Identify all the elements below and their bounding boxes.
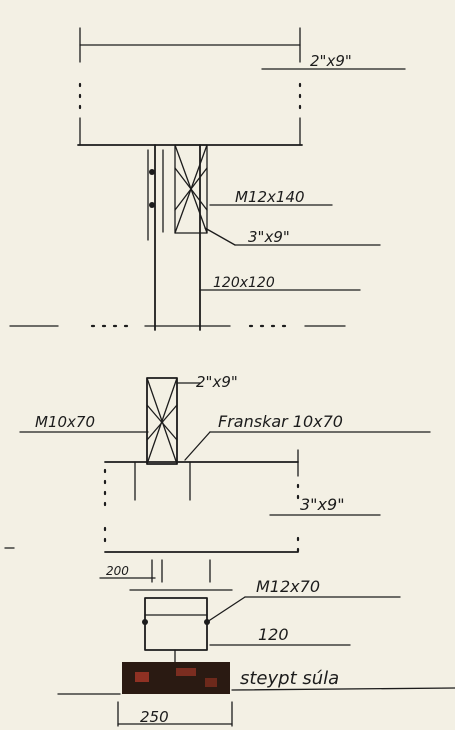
x-brace-d [174, 167, 208, 211]
footing-speck-1 [135, 672, 149, 682]
middle-x-d [146, 404, 178, 441]
label-post: 120x120 [213, 275, 275, 291]
top-detail: 2"x9" M12x140 3"x9" 120x120 [9, 27, 406, 331]
middle-plank [146, 377, 178, 465]
franskar-leader-a [184, 431, 211, 461]
label-side-plank: 3"x9" [248, 228, 290, 246]
ground-line-right [231, 687, 455, 691]
label-bolt-bottom: M12x70 [256, 577, 320, 596]
label-dim-250: 250 [140, 708, 169, 726]
plank-leader-a [204, 227, 236, 246]
m12x70-leader-a [206, 596, 246, 623]
footing-speck-3 [205, 678, 217, 687]
middle-x-b [146, 377, 178, 465]
label-post-120: 120 [258, 625, 289, 644]
bolt-head-2 [149, 202, 155, 208]
label-footing: steypt súla [240, 668, 339, 689]
bottom-detail: 200 M12x70 120 steypt súla 250 [57, 559, 455, 727]
label-top-beam: 2"x9" [310, 52, 352, 70]
bolt-head-1 [149, 169, 155, 175]
label-beam-3x9: 3"x9" [300, 495, 345, 514]
label-dim-200: 200 [106, 564, 129, 578]
stub-bolt-left [142, 619, 148, 625]
label-bolt-top: M12x140 [235, 188, 305, 206]
label-bolt-middle: M10x70 [35, 413, 95, 431]
footing-speck-2 [176, 668, 196, 676]
bolt-plate [174, 144, 208, 234]
middle-detail: 2"x9" M10x70 Franskar 10x70 3"x9" [4, 373, 431, 554]
label-middle-beam: 2"x9" [196, 373, 238, 391]
stub-post [144, 597, 208, 651]
label-shear-connector: Franskar 10x70 [218, 412, 343, 431]
